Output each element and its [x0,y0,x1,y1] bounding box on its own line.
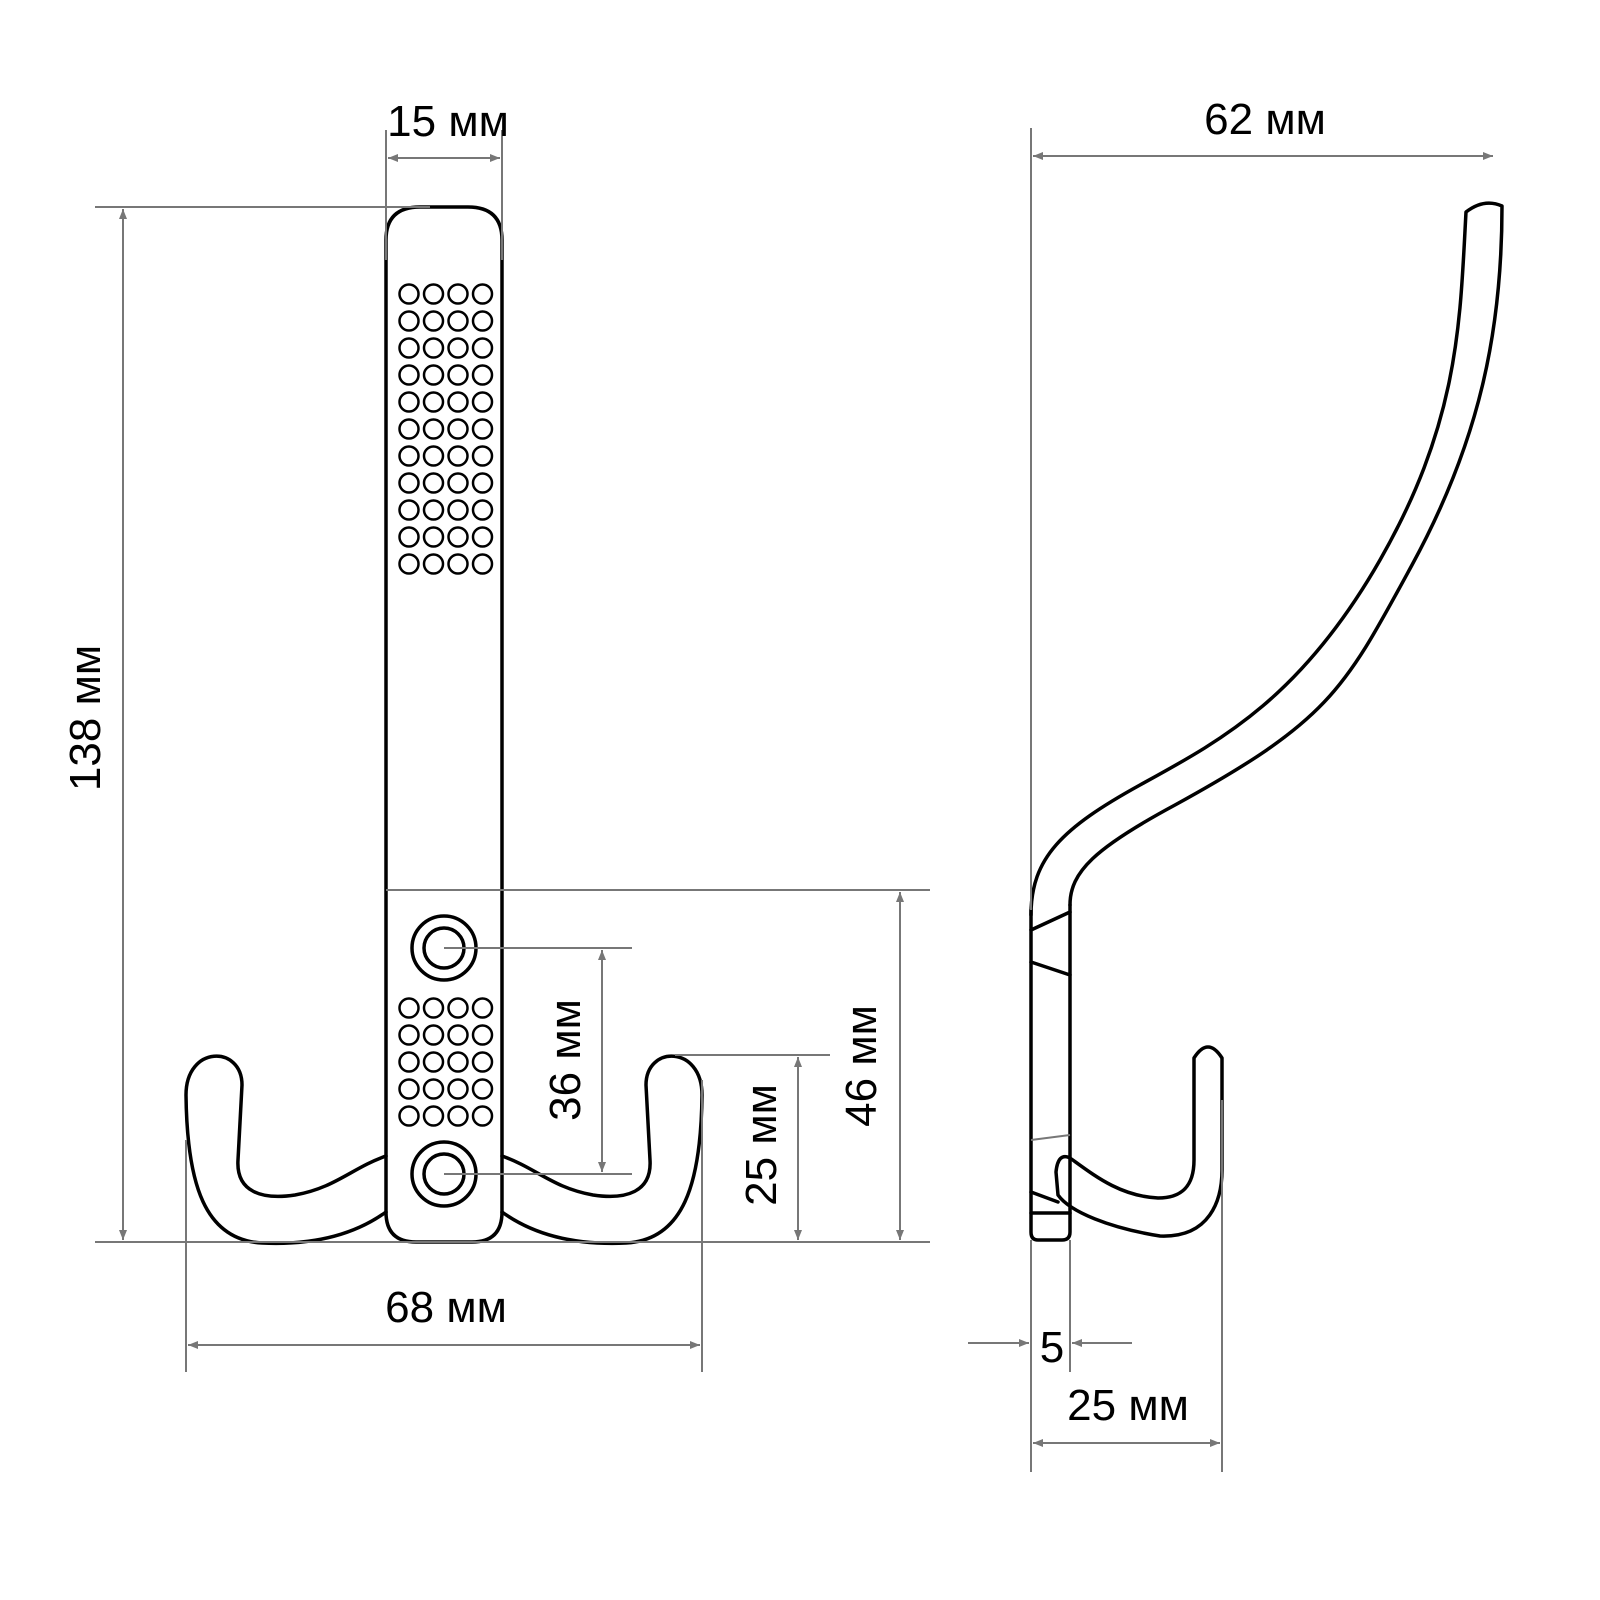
decorative-dot [398,499,420,521]
decorative-dot [447,445,469,467]
decorative-dot [422,1024,445,1046]
decorative-dot [447,418,469,440]
decorative-dot [471,997,494,1019]
decorative-dot [447,310,469,332]
decorative-dot [471,472,494,494]
decorative-dot [471,418,494,440]
decorative-dot [447,1024,469,1046]
decorative-dot [447,1051,469,1073]
decorative-dot [398,445,420,467]
decorative-dot [398,1105,420,1127]
decorative-dot [422,391,445,413]
decorative-dot [471,337,494,359]
decorative-dot [398,310,420,332]
decorative-dot [422,445,445,467]
decorative-dot [422,283,445,305]
decorative-dot [422,310,445,332]
decorative-dot [471,310,494,332]
decorative-dot [398,1078,420,1100]
decorative-dot [422,364,445,386]
decorative-dot [471,391,494,413]
decorative-dot [398,1024,420,1046]
front-view-hook [184,205,704,1246]
decorative-dot [398,391,420,413]
decorative-dot [447,337,469,359]
left-hook-arm [184,1054,388,1246]
decorative-dot [422,418,445,440]
decorative-dot [398,472,420,494]
decorative-dot [422,997,445,1019]
decorative-dot [471,553,494,575]
decorative-dot [471,499,494,521]
decorative-dot [422,1078,445,1100]
decorative-dot [398,526,420,548]
decorative-dot [471,364,494,386]
dim-mount-height: 46 мм [837,1005,886,1127]
dot-pattern-top [398,283,494,575]
dim-total-width: 68 мм [385,1283,507,1332]
decorative-dot [471,283,494,305]
decorative-dot [398,553,420,575]
right-hook-arm [500,1054,704,1246]
decorative-dot [447,499,469,521]
side-view-hook [1029,201,1504,1242]
decorative-dot [398,337,420,359]
dim-total-height: 138 мм [61,645,110,791]
decorative-dot [398,364,420,386]
dim-hole-spacing: 36 мм [541,999,590,1121]
decorative-dot [471,445,494,467]
decorative-dot [422,553,445,575]
dot-pattern-bottom [398,997,494,1127]
decorative-dot [447,526,469,548]
dim-plate-width: 15 мм [387,97,509,146]
decorative-dot [447,283,469,305]
decorative-dot [471,526,494,548]
decorative-dot [471,1105,494,1127]
dim-total-depth: 62 мм [1204,95,1326,144]
decorative-dot [471,1051,494,1073]
decorative-dot [471,1078,494,1100]
decorative-dot [447,997,469,1019]
decorative-dot [422,499,445,521]
dim-hook-height: 25 мм [737,1084,786,1206]
decorative-dot [422,337,445,359]
decorative-dot [398,283,420,305]
dim-hook-depth: 25 мм [1067,1381,1189,1430]
decorative-dot [447,553,469,575]
decorative-dot [447,391,469,413]
side-dimensions [968,128,1493,1472]
decorative-dot [447,1105,469,1127]
decorative-dot [398,1051,420,1073]
decorative-dot [422,526,445,548]
decorative-dot [398,997,420,1019]
decorative-dot [447,1078,469,1100]
decorative-dot [398,418,420,440]
front-dimensions [95,130,930,1372]
decorative-dot [471,1024,494,1046]
upper-hook-profile [1029,201,1504,917]
decorative-dot [447,364,469,386]
wall-plate-profile [1029,903,1072,1242]
lower-hook-profile [1054,1045,1224,1238]
decorative-dot [422,1051,445,1073]
decorative-dot [422,1105,445,1127]
dim-plate-thickness: 5 [1040,1323,1064,1372]
decorative-dot [447,472,469,494]
decorative-dot [422,472,445,494]
